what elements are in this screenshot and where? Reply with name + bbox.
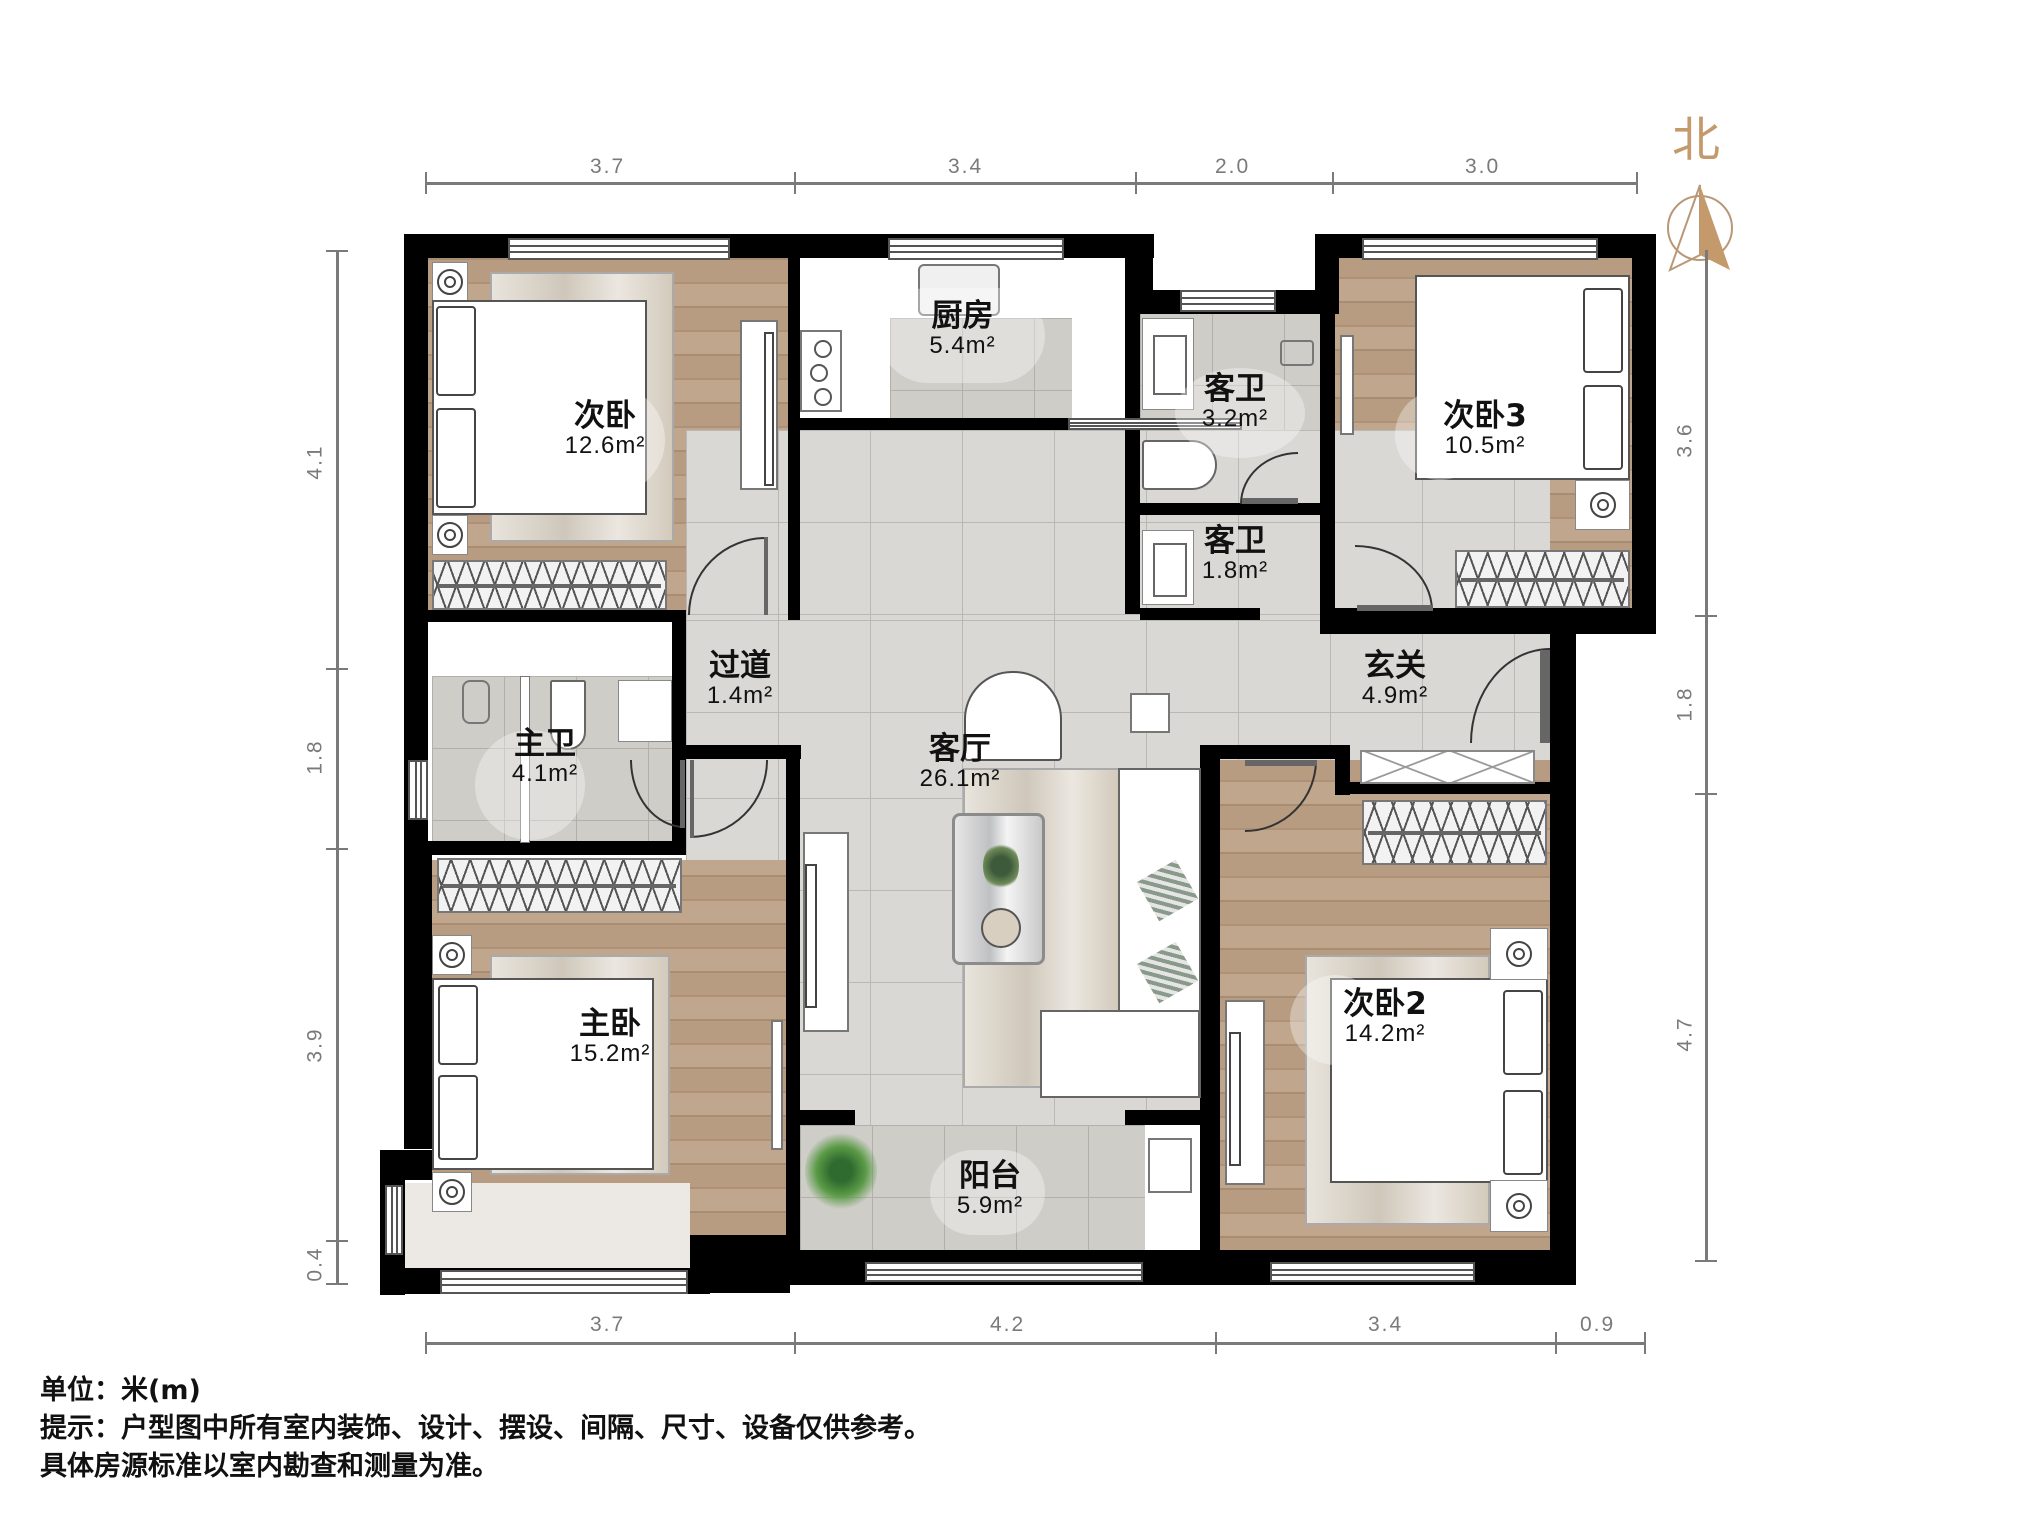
window: [1068, 418, 1242, 430]
potted-plant-icon: [805, 1130, 877, 1212]
room-label-master-bath: 主卫 4.1m²: [511, 726, 579, 787]
pillow: [1503, 990, 1543, 1075]
shower-icon: [1280, 340, 1314, 366]
toilet-icon: [550, 680, 586, 750]
room-label-kitchen: 厨房 5.4m²: [929, 298, 996, 359]
tv-cabinet: [803, 832, 849, 1032]
bedroom-nw-door[interactable]: [688, 537, 768, 615]
nightstand: [432, 262, 468, 302]
coffee-table: [952, 813, 1045, 965]
pillow: [438, 985, 478, 1065]
wardrobe: [437, 858, 682, 913]
window: [508, 238, 730, 260]
bedroom-2-door[interactable]: [1245, 760, 1317, 832]
pillow: [436, 408, 476, 508]
shower-icon: [462, 680, 490, 724]
dim-label: 3.4: [948, 155, 984, 178]
pillow: [1583, 288, 1623, 373]
floor-corridor-entrance: [686, 620, 1550, 745]
room-label-bedroom-2: 次卧2 14.2m²: [1343, 986, 1427, 1047]
bedroom-3-door[interactable]: [1355, 545, 1433, 611]
room-label-master-bedroom: 主卧 15.2m²: [569, 1006, 651, 1067]
plant-icon: [983, 841, 1019, 891]
stove-icon: [800, 330, 842, 412]
dim-label: 1.8: [1673, 686, 1697, 722]
dim-label: 0.4: [303, 1246, 327, 1282]
tv-cabinet: [771, 1020, 783, 1150]
window: [408, 760, 428, 820]
nightstand: [432, 935, 472, 975]
entrance-door[interactable]: [1470, 648, 1550, 743]
window: [1362, 238, 1598, 260]
compass-arrow-icon: [1667, 184, 1733, 273]
dim-label: 4.7: [1673, 1016, 1697, 1052]
nightstand: [1490, 928, 1548, 980]
decor-bowl: [981, 908, 1021, 948]
window: [1270, 1262, 1475, 1282]
dim-label: 3.9: [303, 1027, 327, 1063]
unit-note: 单位：米(m): [40, 1375, 201, 1406]
side-table: [1130, 693, 1170, 733]
room-label-bedroom-nw: 次卧 12.6m²: [564, 398, 646, 459]
dim-label: 0.9: [1580, 1313, 1616, 1336]
master-bath-door[interactable]: [630, 760, 685, 828]
tv-cabinet: [1340, 335, 1354, 435]
shoe-cabinet: [1360, 750, 1535, 784]
window: [385, 1185, 403, 1255]
sink-icon: [918, 264, 1000, 316]
glass-partition: [520, 676, 530, 843]
room-label-living-room: 客厅 26.1m²: [919, 731, 1001, 792]
nightstand: [432, 515, 468, 555]
washbasin-icon: [1142, 530, 1194, 605]
room-label-entrance: 玄关 4.9m²: [1361, 648, 1429, 709]
north-label: 北: [1672, 112, 1721, 168]
tv-cabinet: [740, 320, 778, 490]
dim-label: 4.2: [990, 1313, 1026, 1336]
disclaimer-note: 具体房源标准以室内勘查和测量为准。: [40, 1451, 499, 1482]
room-label-guest-bath-2: 客卫 1.8m²: [1201, 523, 1269, 584]
wardrobe: [1455, 550, 1630, 608]
room-label-guest-bath-1: 客卫 3.2m²: [1201, 371, 1269, 432]
wardrobe: [432, 560, 667, 610]
toilet-icon: [1142, 440, 1217, 490]
nightstand: [432, 1172, 472, 1212]
washbasin-icon: [618, 680, 672, 742]
tip-note: 提示：户型图中所有室内装饰、设计、摆设、间隔、尺寸、设备仅供参考。: [40, 1413, 931, 1444]
washing-machine: [1148, 1138, 1192, 1193]
dim-label: 3.7: [590, 155, 626, 178]
guest-bath-1-door[interactable]: [1240, 452, 1298, 504]
window: [865, 1262, 1143, 1282]
pillow: [436, 306, 476, 396]
sofa-chaise: [1040, 1010, 1200, 1098]
window: [440, 1270, 688, 1294]
wardrobe: [1362, 800, 1547, 865]
master-bedroom-door[interactable]: [690, 760, 768, 838]
window: [1180, 290, 1276, 312]
room-label-corridor: 过道 1.4m²: [706, 648, 774, 709]
floor-kitchen-tiles: [890, 318, 1072, 418]
nightstand: [1575, 480, 1630, 530]
dim-label: 1.8: [303, 739, 327, 775]
dim-label: 3.4: [1368, 1313, 1404, 1336]
pillow: [1503, 1090, 1543, 1175]
washbasin-icon: [1142, 318, 1194, 410]
dim-label: 3.0: [1465, 155, 1501, 178]
dim-label: 4.1: [303, 444, 327, 480]
room-label-balcony: 阳台 5.9m²: [956, 1158, 1024, 1219]
north-compass: 北: [1660, 100, 1740, 275]
room-label-bedroom-3: 次卧3 10.5m²: [1443, 398, 1527, 459]
window: [888, 238, 1064, 260]
pillow: [1583, 385, 1623, 470]
armchair: [964, 671, 1062, 761]
dim-label: 3.7: [590, 1313, 626, 1336]
nightstand: [1490, 1180, 1548, 1232]
dim-label: 3.6: [1673, 422, 1697, 458]
pillow: [438, 1075, 478, 1160]
tv-cabinet: [1225, 1000, 1265, 1185]
dim-label: 2.0: [1215, 155, 1251, 178]
